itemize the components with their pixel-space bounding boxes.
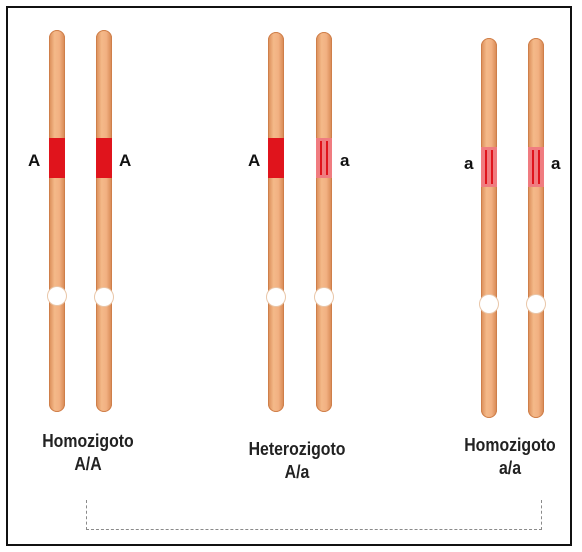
genotype-title: Homozigoto <box>448 434 571 457</box>
allele-band-recessive <box>528 147 544 187</box>
centromere <box>267 288 285 306</box>
allele-label: a <box>464 154 473 174</box>
allele-band-recessive <box>316 138 332 178</box>
centromere <box>95 288 113 306</box>
chromosome-homozygous-dominant-1 <box>49 30 65 412</box>
allele-band-dominant <box>49 138 65 178</box>
genotype-title: Homozigoto <box>26 430 149 453</box>
chromosome-homozygous-dominant-2 <box>96 30 112 412</box>
genotype-value: a/a <box>448 457 571 480</box>
allele-band-recessive <box>481 147 497 187</box>
genotype-title: Heterozigoto <box>231 438 363 461</box>
genotype-bracket <box>86 500 542 530</box>
chromosome-heterozygous-1 <box>268 32 284 412</box>
chromosome-homozygous-recessive-1 <box>481 38 497 418</box>
allele-label: a <box>551 154 560 174</box>
centromere <box>527 295 545 313</box>
allele-band-dominant <box>268 138 284 178</box>
allele-label: A <box>248 151 260 171</box>
chromosome-heterozygous-2 <box>316 32 332 412</box>
centromere <box>480 295 498 313</box>
genotype-value: A/a <box>231 461 363 484</box>
allele-label: a <box>340 151 349 171</box>
allele-label: A <box>119 151 131 171</box>
genotype-label-heterozygous: Heterozigoto A/a <box>231 438 363 484</box>
allele-label: A <box>28 151 40 171</box>
chromosome-homozygous-recessive-2 <box>528 38 544 418</box>
genotype-label-homozygous-recessive: Homozigoto a/a <box>448 434 571 480</box>
genotype-value: A/A <box>26 453 149 476</box>
centromere <box>315 288 333 306</box>
centromere <box>48 287 66 305</box>
allele-band-dominant <box>96 138 112 178</box>
genotype-label-homozygous-dominant: Homozigoto A/A <box>26 430 149 476</box>
